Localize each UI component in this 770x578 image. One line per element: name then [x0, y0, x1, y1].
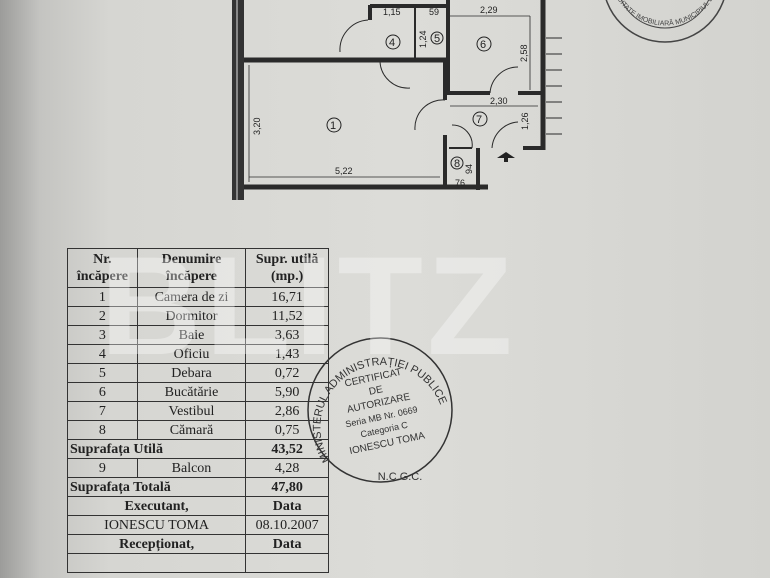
room-nr: 1 — [67, 287, 138, 307]
total-area-row: Suprafața Totală 47,80 — [66, 477, 329, 497]
room-number: 5 — [434, 33, 440, 45]
useful-area-row: Suprafața Utilă 43,52 — [66, 439, 329, 459]
executant-name: IONESCU TOMA — [66, 515, 247, 535]
executant-date: 08.10.2007 — [245, 515, 329, 535]
dim-label: 1,26 — [520, 112, 530, 130]
svg-text:DE: DE — [368, 384, 384, 398]
balcony-row: 9 Balcon 4,28 — [67, 458, 329, 478]
dim-label: 94 — [464, 164, 474, 174]
executant-date-label: Data — [245, 496, 329, 516]
room-nr: 3 — [67, 325, 138, 345]
dim-label: 2,30 — [490, 96, 508, 106]
executant-label: Executant, — [66, 496, 247, 516]
receptionat-date-label: Data — [245, 534, 329, 554]
dim-label: 76 — [455, 178, 465, 188]
room-number: 6 — [480, 39, 486, 51]
dim-label: 1,15 — [383, 7, 401, 17]
room-nr: 4 — [67, 344, 138, 364]
room-name: Bucătărie — [136, 382, 247, 402]
cadastre-stamp: PUBLICITATE IMOBILIARĂ MUNICIPIUL BUCURE… — [590, 0, 725, 43]
room-area: 11,52 — [245, 306, 329, 326]
header-name: Denumire încăpere — [136, 248, 247, 288]
empty-cell — [245, 553, 329, 573]
room-name: Oficiu — [136, 344, 247, 364]
room-nr: 7 — [67, 401, 138, 421]
useful-value: 43,52 — [245, 439, 329, 459]
room-name: Vestibul — [136, 401, 247, 421]
room-name: Baie — [136, 325, 247, 345]
balcony-name: Balcon — [136, 458, 247, 478]
authorization-stamp: MINISTERUL ADMINISTRAȚIEI PUBLICE CERTIF… — [307, 337, 453, 483]
table-header: Nr. încăpere Denumire încăpere Supr. uti… — [67, 248, 329, 288]
total-label: Suprafața Totală — [66, 477, 247, 497]
dim-label: 59 — [429, 7, 439, 17]
room-number: 7 — [476, 114, 482, 126]
useful-label: Suprafața Utilă — [66, 439, 247, 459]
header-nr: Nr. încăpere — [67, 248, 138, 288]
room-number: 8 — [454, 158, 460, 170]
svg-text:N.C.G.C.: N.C.G.C. — [378, 471, 423, 483]
empty-cell — [66, 553, 247, 573]
header-area: Supr. utilă (mp.) — [245, 248, 329, 288]
room-number: 4 — [389, 37, 395, 49]
dim-label: 5,22 — [335, 166, 353, 176]
room-area: 16,71 — [245, 287, 329, 307]
room-nr: 5 — [67, 363, 138, 383]
room-nr: 6 — [67, 382, 138, 402]
room-nr: 8 — [67, 420, 138, 440]
dim-label: 2,58 — [519, 44, 529, 62]
room-nr: 2 — [67, 306, 138, 326]
room-name: Cămară — [136, 420, 247, 440]
room-name: Debara — [136, 363, 247, 383]
dim-label: 1,24 — [418, 30, 428, 48]
dim-label: 2,29 — [480, 5, 498, 15]
area-table: Nr. încăpere Denumire încăpere Supr. uti… — [66, 248, 329, 573]
entrance-arrow-icon — [497, 152, 515, 162]
room-name: Dormitor — [136, 306, 247, 326]
receptionat-label: Recepționat, — [66, 534, 247, 554]
svg-text:PUBLICITATE IMOBILIARĂ MUNICIP: PUBLICITATE IMOBILIARĂ MUNICIPIUL BUCURE… — [590, 0, 722, 28]
room-number: 1 — [330, 120, 336, 132]
room-name: Camera de zi — [136, 287, 247, 307]
balcony-nr: 9 — [67, 458, 138, 478]
dim-label: 3,20 — [252, 117, 262, 135]
floor-plan: 1,15 59 2,29 1,24 2,58 3,20 2,30 1,26 5,… — [232, 0, 562, 200]
